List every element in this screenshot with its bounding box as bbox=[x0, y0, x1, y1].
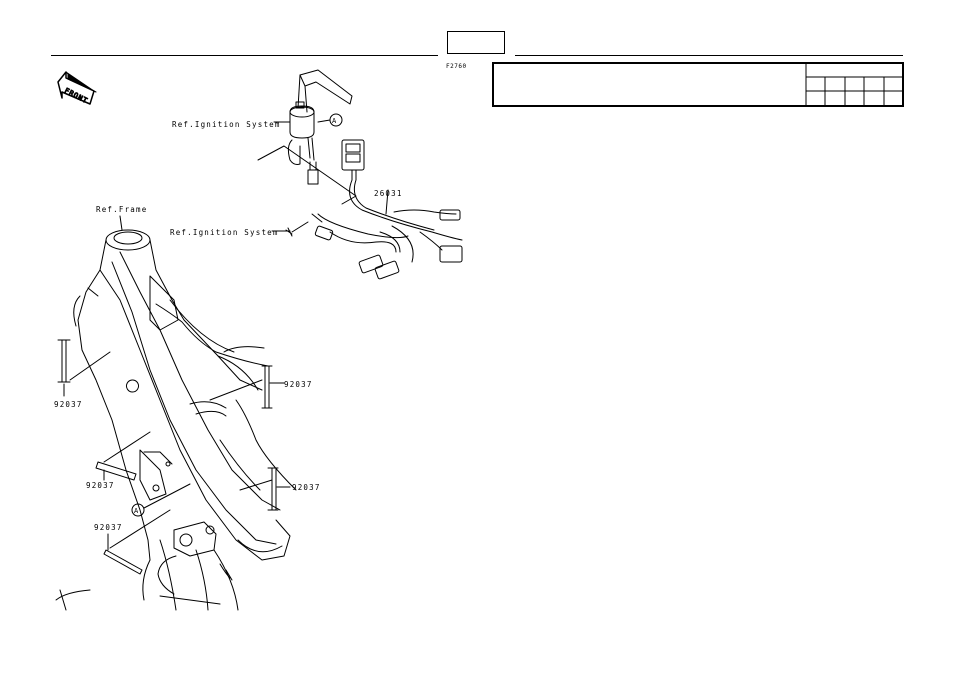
callout-a-bottom-circle bbox=[131, 503, 145, 517]
label-band-right-upper: 92037 bbox=[284, 380, 313, 389]
front-arrow-icon: FRONT bbox=[57, 71, 97, 106]
callout-a-top: A bbox=[332, 117, 337, 125]
label-band-lower-left: 92037 bbox=[86, 481, 115, 490]
header-rule-right bbox=[515, 55, 903, 56]
band-right-lower bbox=[239, 467, 291, 511]
frame-body bbox=[55, 229, 297, 611]
band-left bbox=[57, 339, 111, 397]
harness-main-connector bbox=[341, 139, 463, 241]
band-right-upper bbox=[209, 365, 285, 409]
label-band-bottom: 92037 bbox=[94, 523, 123, 532]
info-table bbox=[492, 62, 904, 107]
label-ref-ignition-mid: Ref.Ignition System bbox=[170, 228, 279, 237]
label-ref-frame: Ref.Frame bbox=[96, 205, 147, 214]
band-lower-left bbox=[95, 431, 151, 481]
header-rule-left bbox=[51, 55, 438, 56]
band-bottom bbox=[103, 509, 171, 575]
label-part-26031: 26031 bbox=[374, 189, 403, 198]
label-ref-ignition-top: Ref.Ignition System bbox=[172, 120, 281, 129]
figure-code: F2760 bbox=[446, 63, 467, 70]
callout-a-bottom: A bbox=[134, 507, 139, 515]
label-band-left: 92037 bbox=[54, 400, 83, 409]
leader-26031 bbox=[385, 189, 389, 215]
page-number-box bbox=[447, 31, 505, 54]
label-band-right-lower: 92037 bbox=[292, 483, 321, 492]
ignition-coil bbox=[287, 69, 353, 185]
